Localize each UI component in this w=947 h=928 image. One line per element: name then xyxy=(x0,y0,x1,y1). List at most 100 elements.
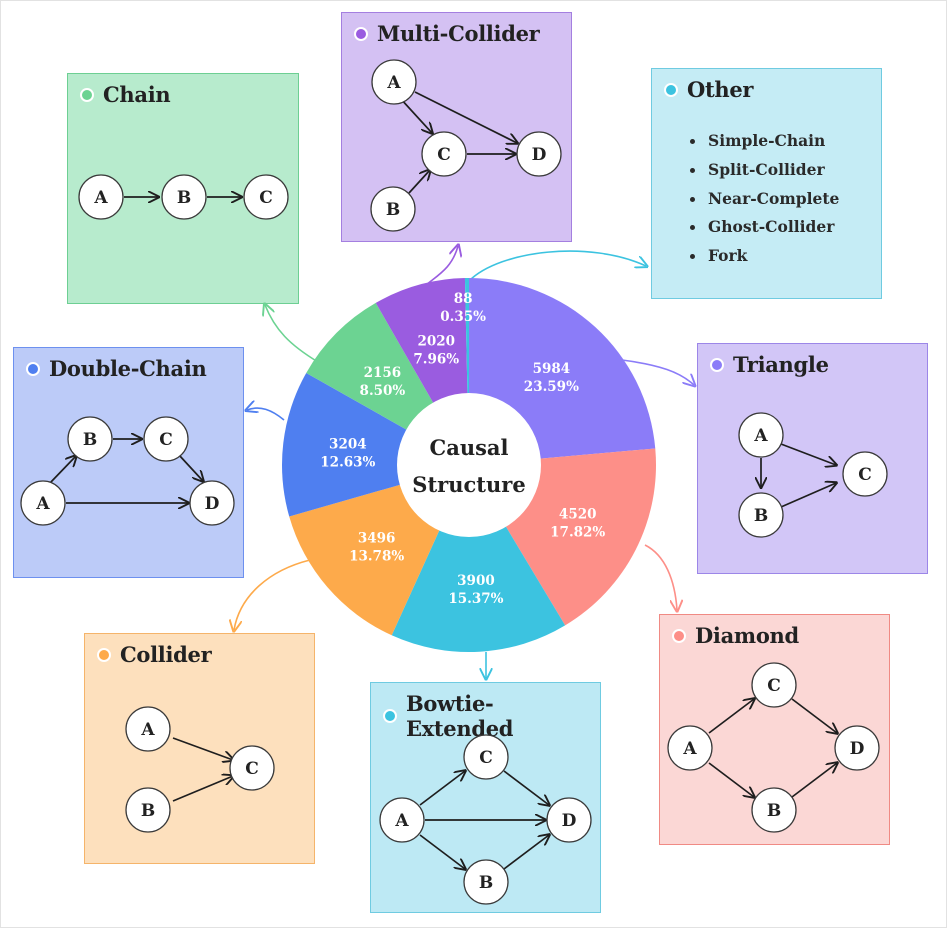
connector-arrow xyxy=(247,408,285,421)
svg-text:C: C xyxy=(259,188,273,208)
svg-text:C: C xyxy=(437,145,451,165)
edge-c-d xyxy=(791,698,837,733)
node-d: D xyxy=(516,131,562,177)
list-item: Simple-Chain xyxy=(690,127,839,156)
connector-arrow xyxy=(644,544,677,610)
edge-a-b xyxy=(419,834,465,869)
node-a: A xyxy=(125,706,171,752)
node-c: C xyxy=(421,131,467,177)
node-c: C xyxy=(229,745,275,791)
collider-graph: A B C xyxy=(125,706,275,833)
svg-text:D: D xyxy=(850,739,865,759)
svg-text:B: B xyxy=(83,430,97,450)
node-b: B xyxy=(125,787,171,833)
legend-dot xyxy=(672,628,686,643)
panel-title: Other xyxy=(687,77,754,102)
triangle-graph: A B C xyxy=(738,412,888,538)
node-b: B xyxy=(161,174,207,220)
donut-hole xyxy=(397,393,541,537)
connector-arrow xyxy=(621,359,694,385)
connector-arrow xyxy=(468,250,646,282)
panel-double-chain: Double-Chain B C A D xyxy=(13,347,244,578)
node-c: C xyxy=(143,416,189,462)
slice-percent-label: 12.63% xyxy=(320,455,375,471)
svg-text:A: A xyxy=(93,188,108,208)
chain-graph: A B C xyxy=(78,174,289,220)
svg-text:D: D xyxy=(562,811,577,831)
node-b: B xyxy=(738,492,784,538)
multi-collider-graph: A C D B xyxy=(370,59,562,232)
svg-text:B: B xyxy=(479,873,493,893)
svg-text:A: A xyxy=(394,811,409,831)
node-a: A xyxy=(78,174,124,220)
list-item: Split-Collider xyxy=(690,156,839,185)
panel-title: Bowtie-Extended xyxy=(405,691,514,741)
bowtie-extended-graph: C A D B xyxy=(379,734,592,905)
slice-percent-label: 0.35% xyxy=(440,309,486,325)
panel-header: Double-Chain xyxy=(26,356,207,381)
slice-labels: 598423.59%452017.82%390015.37%349613.78%… xyxy=(320,291,605,607)
svg-text:A: A xyxy=(140,720,155,740)
panel-header: Diamond xyxy=(672,623,799,648)
node-c: C xyxy=(463,734,509,780)
diamond-graph: C A D B xyxy=(667,662,880,833)
panel-multi-collider: Multi-Collider A C D B xyxy=(341,12,572,242)
node-c: C xyxy=(842,451,888,497)
node-a: A xyxy=(371,59,417,105)
svg-text:C: C xyxy=(479,748,493,768)
legend-dot xyxy=(26,361,40,376)
slice-value-label: 2020 xyxy=(417,333,455,349)
slice-value-label: 5984 xyxy=(533,361,571,377)
svg-text:B: B xyxy=(141,801,155,821)
slice-percent-label: 15.37% xyxy=(448,591,503,607)
edge-b-c xyxy=(172,776,233,802)
legend-dot xyxy=(97,647,111,662)
center-label-line-1: Causal xyxy=(430,435,509,460)
node-d: D xyxy=(189,480,235,526)
connector-arrows xyxy=(234,246,694,678)
list-item: Ghost-Collider xyxy=(690,213,839,242)
node-a: A xyxy=(667,725,713,771)
legend-dot xyxy=(383,709,397,723)
svg-text:B: B xyxy=(177,188,191,208)
panel-title: Triangle xyxy=(733,352,829,377)
panel-title: Collider xyxy=(120,642,212,667)
node-b: B xyxy=(751,787,797,833)
svg-text:B: B xyxy=(754,506,768,526)
node-d: D xyxy=(834,725,880,771)
slice-value-label: 3204 xyxy=(329,437,367,453)
edge-b-c xyxy=(408,170,430,194)
panel-chain: Chain A B C xyxy=(67,73,299,304)
edge-a-c xyxy=(708,699,754,734)
panel-triangle: Triangle A B C xyxy=(697,343,928,574)
panel-header: Other xyxy=(664,77,753,102)
node-a: A xyxy=(738,412,784,458)
legend-dot xyxy=(710,357,724,372)
connector-arrow xyxy=(265,305,319,363)
double-chain-graph: B C A D xyxy=(20,416,235,526)
panel-title: Diamond xyxy=(695,623,799,648)
pie-slice-bowtie-extended xyxy=(391,465,566,652)
panel-header: Chain xyxy=(80,82,171,107)
panel-header: Multi-Collider xyxy=(354,21,540,46)
svg-text:B: B xyxy=(767,801,781,821)
panel-collider: Collider A B C xyxy=(84,633,315,864)
node-d: D xyxy=(546,797,592,843)
node-a: A xyxy=(20,480,66,526)
legend-dot xyxy=(664,82,678,97)
slice-value-label: 3900 xyxy=(457,573,495,589)
edge-b-d xyxy=(503,835,549,870)
svg-text:C: C xyxy=(159,430,173,450)
svg-text:C: C xyxy=(858,465,872,485)
svg-text:D: D xyxy=(205,494,220,514)
panel-diamond: Diamond C A D B xyxy=(659,614,890,845)
center-label-line-2: Structure xyxy=(412,472,525,497)
slice-value-label: 88 xyxy=(454,291,473,307)
slice-percent-label: 7.96% xyxy=(413,351,459,367)
slice-value-label: 4520 xyxy=(559,506,597,522)
svg-text:A: A xyxy=(35,494,50,514)
node-c: C xyxy=(751,662,797,708)
edge-a-b xyxy=(708,762,754,797)
svg-text:A: A xyxy=(682,739,697,759)
slice-value-label: 2156 xyxy=(364,365,402,381)
